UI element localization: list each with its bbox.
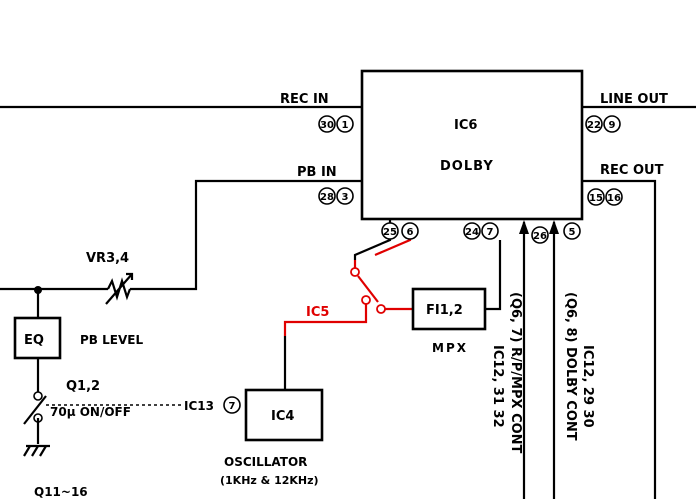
- eq-label: EQ: [24, 333, 44, 348]
- rp-mpx-ic12-label: IC12, 31 32: [490, 345, 505, 428]
- svg-text:22: 22: [587, 120, 601, 131]
- svg-text:15: 15: [589, 193, 603, 204]
- ground-icon: [23, 444, 50, 457]
- rp-mpx-cont-label: (Q6, 7) R/P/MPX CONT: [508, 292, 523, 454]
- pin-5: 5: [563, 222, 581, 240]
- svg-text:28: 28: [320, 192, 334, 203]
- dolby-cont-label: (Q6, 8) DOLBY CONT: [563, 292, 578, 441]
- svg-text:16: 16: [607, 193, 621, 204]
- ic13-label: IC13: [184, 399, 214, 413]
- eq-box: [13, 316, 62, 360]
- q11-label: Q11~16: [34, 485, 88, 499]
- switch-contact-top: [33, 391, 43, 401]
- svg-text:9: 9: [609, 120, 616, 131]
- rec-out-pins: 15 16: [587, 188, 623, 206]
- fil-label: FI1,2: [426, 303, 463, 318]
- fil-output-wire: [485, 240, 502, 311]
- svg-text:24: 24: [465, 227, 479, 238]
- ic6-box: [360, 69, 584, 221]
- bottom-left-pins: 25 6: [381, 222, 419, 240]
- rec-out-wire: [582, 179, 657, 499]
- junction-dot: [34, 286, 42, 294]
- svg-text:7: 7: [229, 401, 236, 412]
- arrow-up-icon: [519, 220, 529, 234]
- svg-text:5: 5: [569, 227, 576, 238]
- ic5-switch-blade: [357, 275, 379, 303]
- svg-text:3: 3: [342, 192, 349, 203]
- bottom-mid-pins: 24 7: [463, 222, 499, 240]
- oscillator-label: OSCILLATOR: [224, 455, 307, 469]
- line-out-label: LINE OUT: [600, 92, 668, 107]
- ic13-pin: 7: [223, 396, 241, 414]
- svg-text:26: 26: [533, 231, 547, 242]
- pb-in-pins: 28 3: [318, 187, 354, 205]
- fil-box: [411, 287, 487, 331]
- vr-label: VR3,4: [86, 251, 129, 266]
- svg-text:1: 1: [342, 120, 349, 131]
- oscillator-freq-label: (1KHz & 12KHz): [220, 474, 319, 487]
- pb-level-label: PB LEVEL: [80, 333, 143, 347]
- line-out-pins: 22 9: [585, 115, 621, 133]
- ic6-function: DOLBY: [440, 159, 494, 174]
- pin-26: 26: [531, 226, 549, 244]
- svg-text:7: 7: [487, 227, 494, 238]
- ic6-name: IC6: [454, 118, 477, 133]
- svg-text:6: 6: [407, 227, 414, 238]
- dolby-ic12-label: IC12, 29 30: [580, 345, 595, 428]
- ic5-label: IC5: [306, 305, 329, 320]
- ic5-contact-1: [350, 267, 360, 277]
- switch-blade: [23, 395, 47, 425]
- svg-text:25: 25: [383, 227, 397, 238]
- ic4-label: IC4: [271, 409, 294, 424]
- ic5-contact-3: [376, 304, 386, 314]
- on-off-label: 70µ ON/OFF: [50, 405, 131, 419]
- ic5-to-ic4-wire: [283, 304, 368, 336]
- pb-in-label: PB IN: [297, 165, 337, 180]
- ic5-contact-2: [361, 295, 371, 305]
- svg-text:30: 30: [320, 120, 334, 131]
- pb-in-wire: [130, 179, 362, 291]
- vr-potentiometer-icon: [105, 272, 134, 305]
- arrow-up-icon: [549, 220, 559, 234]
- q12-label: Q1,2: [66, 379, 100, 394]
- rec-out-label: REC OUT: [600, 163, 664, 178]
- rec-in-pins: 30 1: [318, 115, 354, 133]
- ic4-box: [244, 388, 324, 442]
- mpx-label: MPX: [432, 341, 468, 355]
- rec-in-label: REC IN: [280, 92, 329, 107]
